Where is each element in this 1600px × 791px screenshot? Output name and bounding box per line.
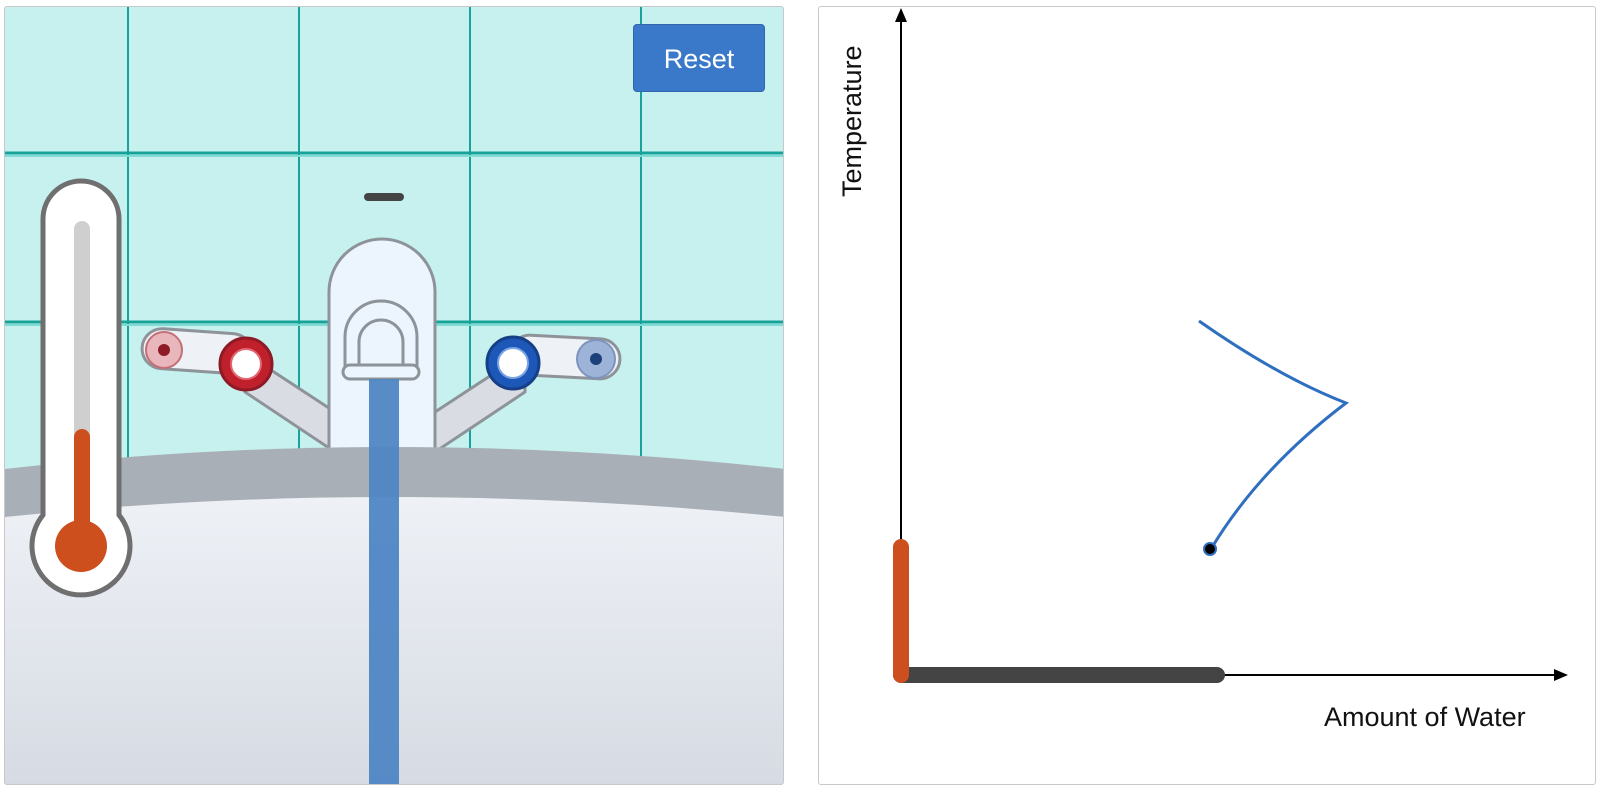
trace-line — [1198, 319, 1350, 550]
faucet — [327, 237, 437, 454]
graph-panel: Temperature Amount of Water — [818, 6, 1596, 785]
water-stream — [369, 379, 399, 784]
reset-button[interactable]: Reset — [633, 24, 765, 92]
temperature-amount-graph — [893, 8, 1568, 683]
sink-illustration — [5, 7, 783, 784]
hot-handle[interactable] — [140, 327, 337, 455]
x-axis-label: Amount of Water — [1324, 702, 1526, 732]
sink-panel: Reset — [4, 6, 784, 785]
overflow-slot — [364, 193, 404, 201]
y-axis-label: Temperature — [837, 45, 867, 197]
current-point — [1203, 542, 1217, 556]
cold-handle[interactable] — [433, 333, 622, 455]
thermometer — [29, 178, 133, 598]
thermometer-fill — [74, 429, 90, 541]
